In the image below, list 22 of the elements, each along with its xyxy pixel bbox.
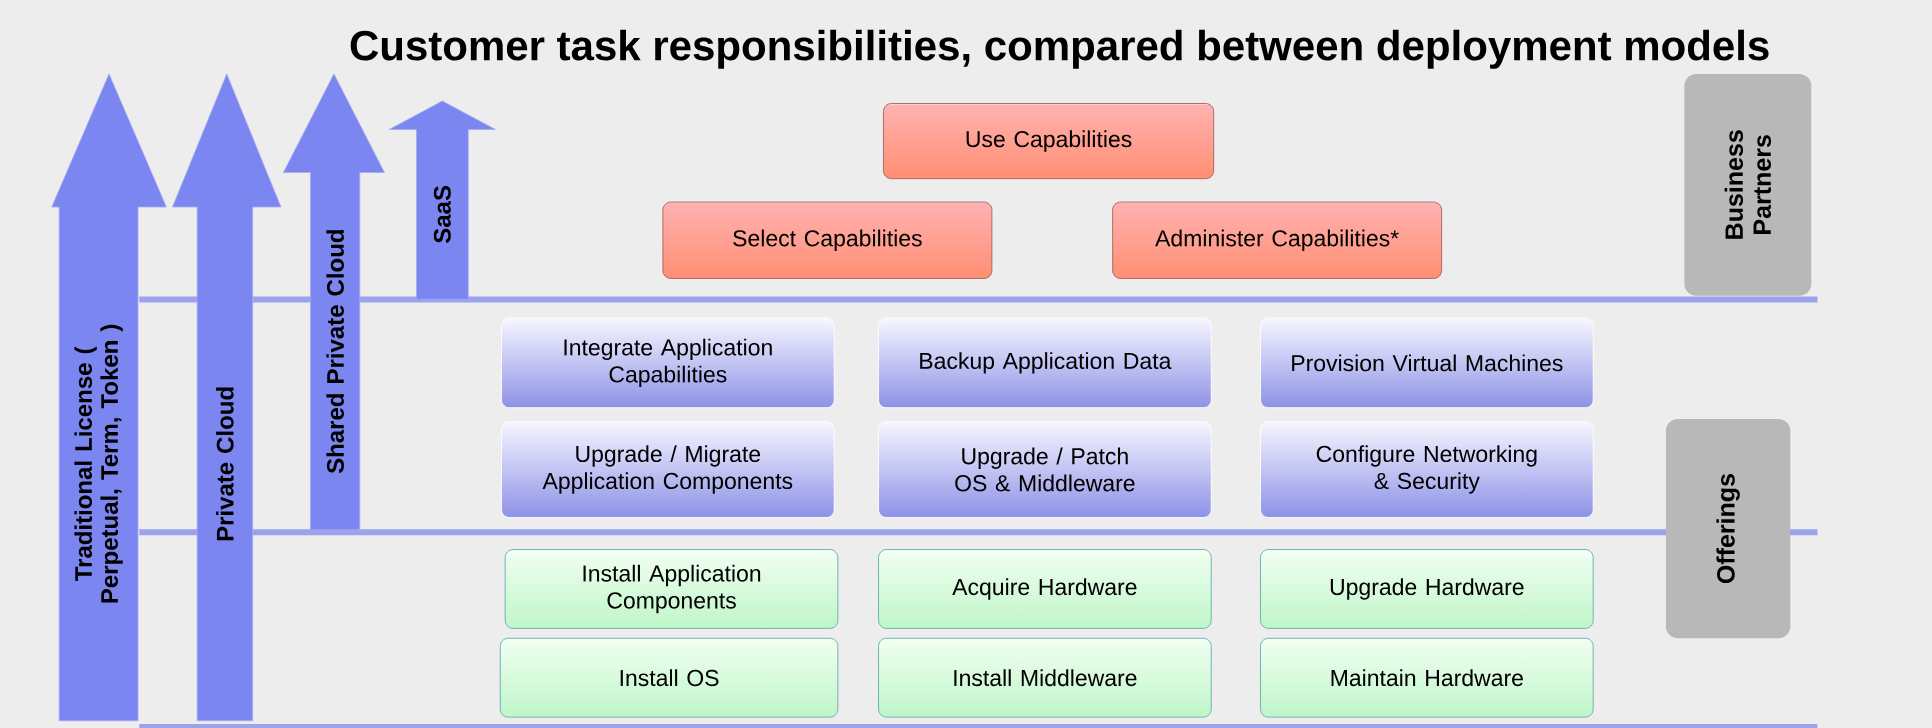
provider-box: Offerings bbox=[1665, 418, 1791, 639]
title: Customer task responsibilities, compared between deployment models bbox=[350, 29, 1769, 69]
task-box: Upgrade / Migrate Application Components bbox=[501, 421, 835, 518]
provider-box: Business Partners bbox=[1684, 73, 1812, 296]
task-box: Acquire Hardware bbox=[878, 549, 1212, 629]
task-box: Install OS bbox=[499, 637, 839, 718]
task-box: Install Application Components bbox=[504, 549, 839, 629]
task-box: Configure Networking & Security bbox=[1260, 421, 1594, 518]
pointed-model-column: Traditional License ( Perpetual, Term, Token ) bbox=[51, 73, 167, 722]
pointed-model-column: Private Cloud bbox=[172, 73, 282, 722]
task-box: Administer Capabilities* bbox=[1112, 201, 1443, 279]
task-box: Integrate Application Capabilities bbox=[501, 317, 835, 409]
task-box: Upgrade / Patch OS & Middleware bbox=[878, 421, 1212, 518]
task-box: Install Middleware bbox=[878, 637, 1212, 718]
pointed-model-column: Shared Private Cloud bbox=[283, 73, 385, 531]
task-box: Select Capabilities bbox=[662, 201, 993, 279]
task-box: Use Capabilities bbox=[883, 103, 1215, 180]
pointed-model-column: SaaS bbox=[388, 100, 496, 300]
task-box: Maintain Hardware bbox=[1260, 637, 1594, 718]
task-box: Upgrade Hardware bbox=[1260, 549, 1594, 629]
task-box: Provision Virtual Machines bbox=[1260, 317, 1594, 409]
task-box: Backup Application Data bbox=[878, 317, 1212, 409]
